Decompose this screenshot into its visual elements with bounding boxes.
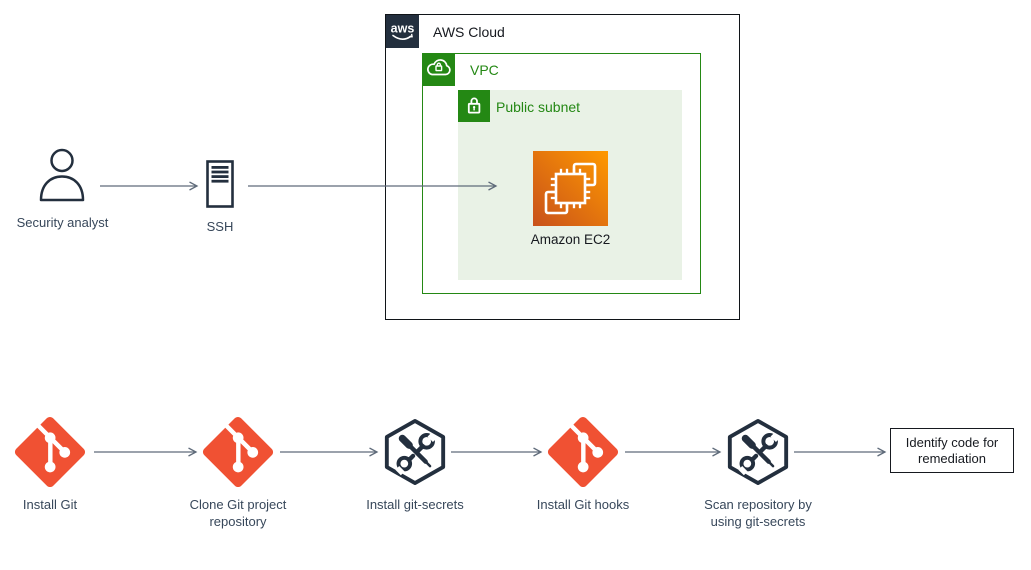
security-analyst-label: Security analyst	[16, 215, 109, 230]
amazon-ec2-icon	[533, 151, 608, 226]
ssh-server-icon	[206, 160, 234, 208]
identify-code-box: Identify code for remediation	[890, 428, 1014, 473]
vpc-title: VPC	[470, 62, 499, 78]
git-icon	[201, 415, 275, 489]
aws-cloud-title: AWS Cloud	[433, 24, 505, 40]
public-subnet-lock-icon	[458, 90, 490, 122]
amazon-ec2-label: Amazon EC2	[530, 232, 611, 247]
tools-hexagon-icon	[725, 418, 791, 486]
tools-hexagon-icon	[382, 418, 448, 486]
ssh-label: SSH	[206, 219, 234, 234]
aws-logo-icon: aws	[386, 15, 419, 48]
public-subnet-title: Public subnet	[496, 99, 581, 115]
user-icon	[38, 147, 86, 205]
vpc-icon	[422, 53, 455, 86]
git-icon	[546, 415, 620, 489]
step-label: Scan repository by using git-secrets	[704, 497, 812, 529]
step-label: Install Git	[22, 497, 78, 512]
step-label: Clone Git project repository	[189, 497, 287, 529]
step-label: Install git-secrets	[366, 497, 464, 512]
git-icon	[13, 415, 87, 489]
step-label: Install Git hooks	[536, 497, 630, 512]
aws-logo-text: aws	[391, 22, 415, 36]
